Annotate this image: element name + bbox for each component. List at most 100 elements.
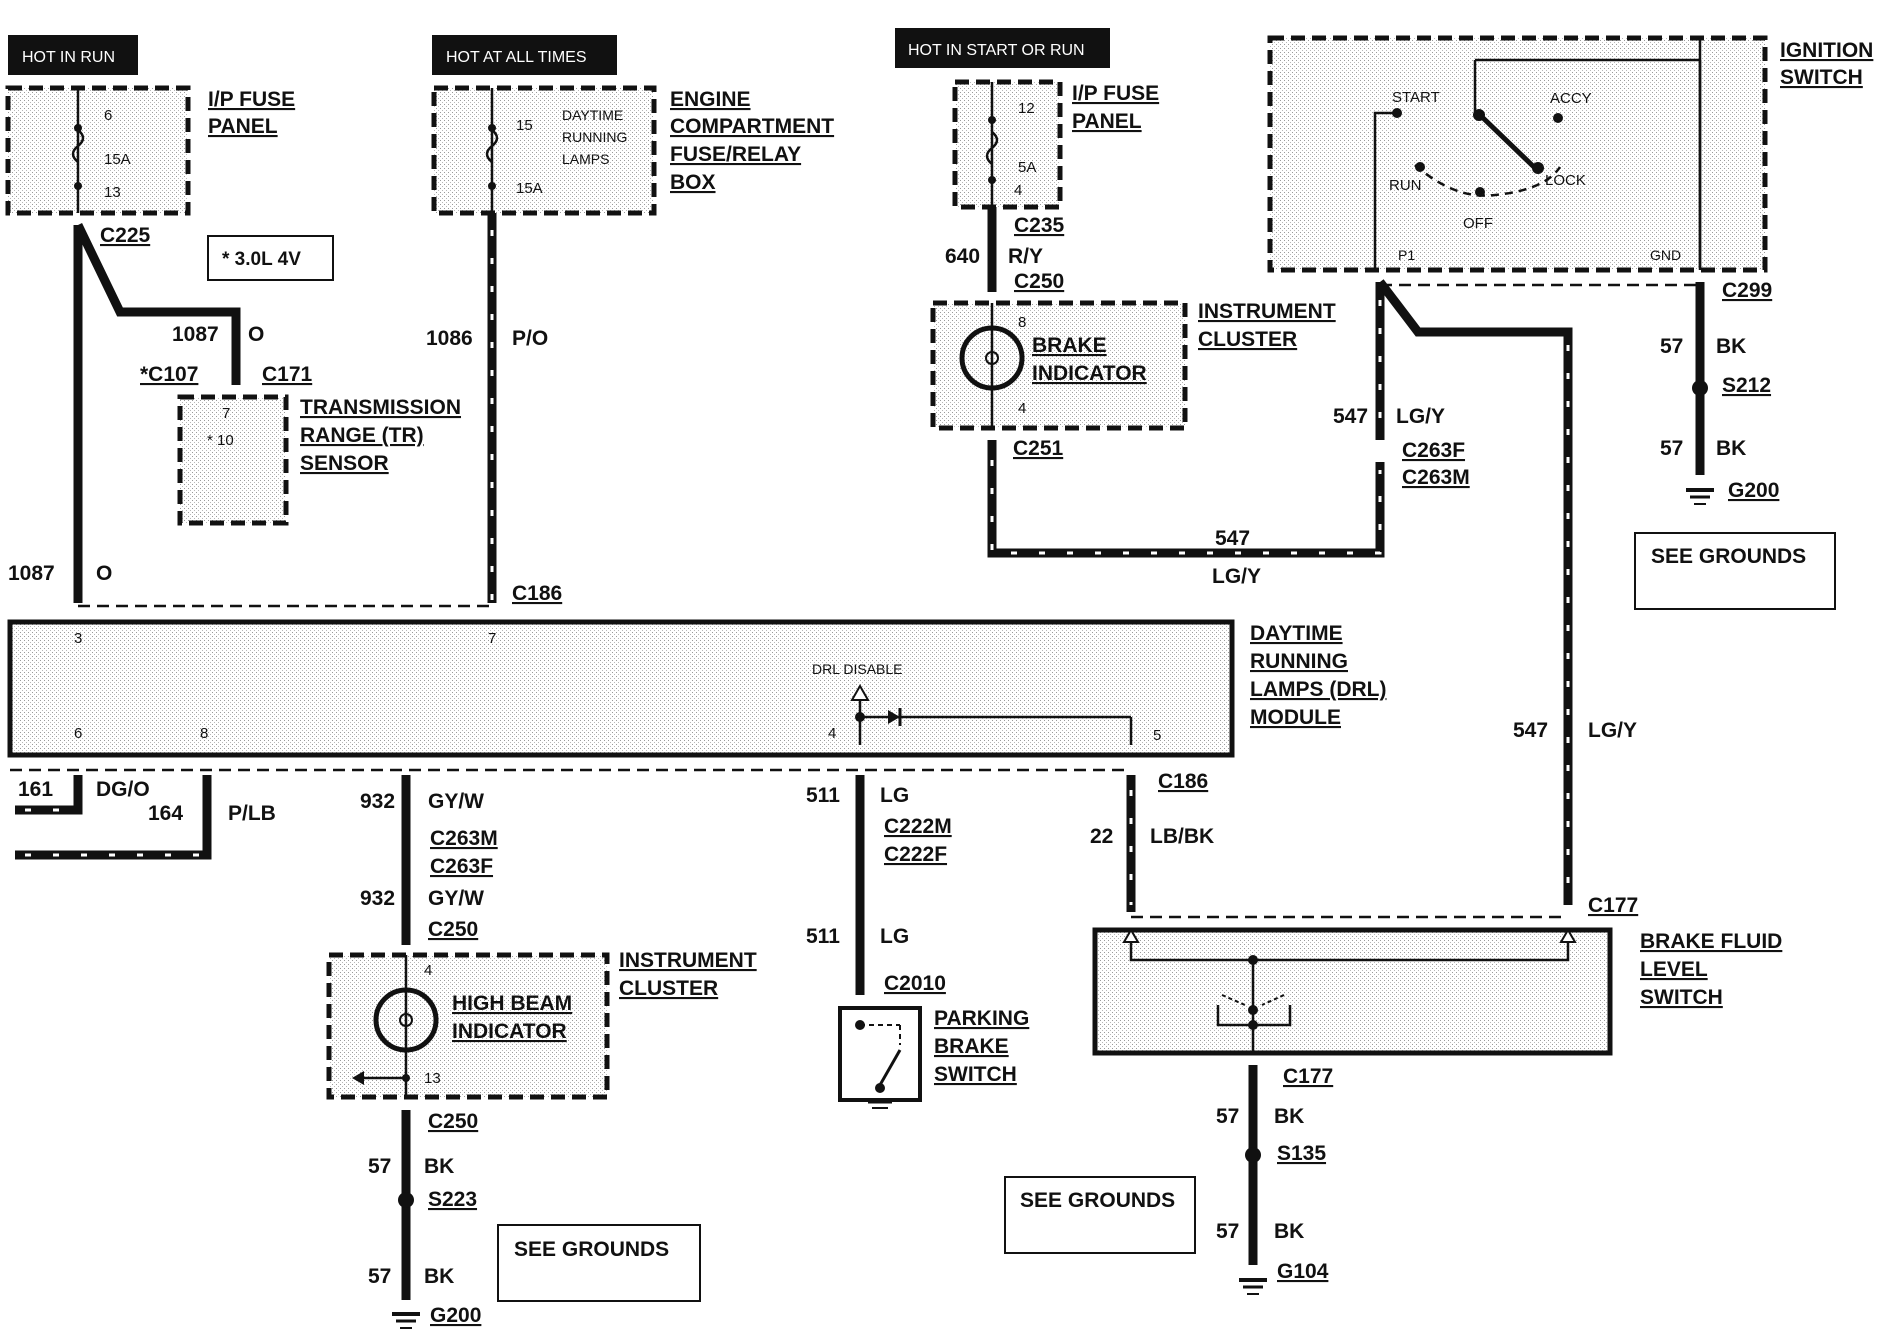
wire-640: 640 R/Y C235 C250 xyxy=(945,207,1065,293)
svg-text:8: 8 xyxy=(1018,314,1026,331)
svg-text:5A: 5A xyxy=(1018,159,1036,176)
svg-text:4: 4 xyxy=(424,962,432,979)
svg-text:511: 511 xyxy=(806,925,840,948)
svg-text:C186: C186 xyxy=(512,582,562,605)
svg-text:12: 12 xyxy=(1018,100,1035,117)
svg-text:LAMPS: LAMPS xyxy=(562,151,609,167)
engine-compartment-fuse-relay-box: 15 15A DAYTIME RUNNING LAMPS ENGINE COMP… xyxy=(431,85,834,216)
svg-text:INSTRUMENT: INSTRUMENT xyxy=(1198,300,1336,323)
svg-text:547: 547 xyxy=(1513,719,1548,742)
svg-text:7: 7 xyxy=(222,405,230,422)
svg-text:C250: C250 xyxy=(428,918,478,941)
wire-161-164: 161 DG/O 164 P/LB xyxy=(15,775,276,860)
svg-text:HIGH BEAM: HIGH BEAM xyxy=(452,992,572,1015)
svg-text:P1: P1 xyxy=(1398,247,1415,263)
svg-text:HOT IN RUN: HOT IN RUN xyxy=(22,49,115,66)
svg-text:ACCY: ACCY xyxy=(1550,90,1592,107)
svg-text:13: 13 xyxy=(104,184,121,201)
svg-text:PARKING: PARKING xyxy=(934,1007,1029,1030)
svg-text:1087: 1087 xyxy=(172,323,219,346)
svg-text:I/P FUSE: I/P FUSE xyxy=(208,88,295,111)
brake-fluid-level-switch: BRAKE FLUID LEVEL SWITCH xyxy=(1092,927,1782,1056)
see-grounds-box-left: SEE GROUNDS xyxy=(497,1224,701,1302)
parking-brake-switch: PARKING BRAKE SWITCH xyxy=(838,1006,1029,1109)
svg-text:RUN: RUN xyxy=(1389,177,1422,194)
wire-547-brake: C251 547 LG/Y xyxy=(987,437,1385,588)
ip-fuse-panel-right: 12 5A 4 I/P FUSE PANEL xyxy=(952,79,1159,210)
svg-text:FUSE/RELAY: FUSE/RELAY xyxy=(670,143,801,166)
svg-text:C2010: C2010 xyxy=(884,972,946,995)
svg-text:C222F: C222F xyxy=(884,843,947,866)
svg-text:S223: S223 xyxy=(428,1188,477,1211)
svg-text:C263F: C263F xyxy=(1402,439,1465,462)
wire-511: 511 LG C222M C222F 511 LG C2010 xyxy=(806,775,952,995)
svg-text:13: 13 xyxy=(424,1070,441,1087)
svg-text:LG/Y: LG/Y xyxy=(1212,565,1261,588)
header-hot-in-run: HOT IN RUN xyxy=(8,35,138,75)
svg-text:SWITCH: SWITCH xyxy=(1780,66,1863,89)
svg-text:57: 57 xyxy=(368,1265,391,1288)
svg-text:22: 22 xyxy=(1090,825,1113,848)
svg-text:SEE GROUNDS: SEE GROUNDS xyxy=(1651,545,1806,568)
svg-text:S212: S212 xyxy=(1722,374,1771,397)
see-grounds-box-right: SEE GROUNDS xyxy=(1634,532,1836,610)
svg-text:LOCK: LOCK xyxy=(1545,172,1586,189)
wire-57-high-beam-ground: C250 57 BK S223 57 BK G200 xyxy=(368,1110,481,1329)
svg-text:* 3.0L 4V: * 3.0L 4V xyxy=(222,249,301,270)
svg-text:P/LB: P/LB xyxy=(228,802,276,825)
svg-text:C251: C251 xyxy=(1013,437,1064,460)
svg-text:547: 547 xyxy=(1333,405,1368,428)
svg-text:7: 7 xyxy=(488,630,496,647)
svg-text:BK: BK xyxy=(1716,335,1746,358)
svg-text:4: 4 xyxy=(1014,182,1022,199)
svg-text:HOT IN START OR RUN: HOT IN START OR RUN xyxy=(908,42,1085,59)
wire-932: 932 GY/W C263M C263F 932 GY/W C250 xyxy=(360,775,498,945)
svg-text:IGNITION: IGNITION xyxy=(1780,39,1873,62)
header-hot-in-start-or-run: HOT IN START OR RUN xyxy=(895,28,1110,68)
svg-text:DRL DISABLE: DRL DISABLE xyxy=(812,661,903,677)
svg-text:SWITCH: SWITCH xyxy=(934,1063,1017,1086)
see-grounds-box-middle: SEE GROUNDS xyxy=(1004,1176,1196,1254)
svg-text:DAYTIME: DAYTIME xyxy=(1250,622,1343,645)
svg-text:932: 932 xyxy=(360,887,395,910)
svg-text:57: 57 xyxy=(1216,1105,1239,1128)
svg-text:GY/W: GY/W xyxy=(428,887,484,910)
svg-text:G200: G200 xyxy=(1728,479,1779,502)
wire-57-ignition-ground: C299 57 BK S212 57 BK G200 xyxy=(1660,279,1779,505)
svg-text:DAYTIME: DAYTIME xyxy=(562,107,623,123)
svg-text:57: 57 xyxy=(1216,1220,1239,1243)
svg-text:15: 15 xyxy=(516,117,533,134)
svg-text:START: START xyxy=(1392,89,1440,106)
svg-text:BOX: BOX xyxy=(670,171,716,194)
instrument-cluster-high-beam: 4 13 HIGH BEAM INDICATOR INSTRUMENT CLUS… xyxy=(326,949,757,1100)
ignition-switch: START ACCY RUN LOCK OFF P1 GND IGNITION … xyxy=(1267,35,1873,273)
svg-text:BRAKE: BRAKE xyxy=(934,1035,1009,1058)
svg-text:BK: BK xyxy=(1274,1220,1304,1243)
header-hot-at-all-times: HOT AT ALL TIMES xyxy=(432,35,617,75)
svg-text:6: 6 xyxy=(104,107,112,124)
svg-text:I/P FUSE: I/P FUSE xyxy=(1072,82,1159,105)
svg-text:LG: LG xyxy=(880,925,909,948)
svg-text:CLUSTER: CLUSTER xyxy=(619,977,718,1000)
svg-text:C235: C235 xyxy=(1014,214,1065,237)
svg-text:BRAKE FLUID: BRAKE FLUID xyxy=(1640,930,1782,953)
ip-fuse-panel-left: 6 15A 13 I/P FUSE PANEL xyxy=(5,85,295,216)
transmission-range-sensor: 7 * 10 TRANSMISSION RANGE (TR) SENSOR xyxy=(177,394,461,526)
svg-text:8: 8 xyxy=(200,725,208,742)
svg-text:O: O xyxy=(248,323,264,346)
svg-text:C263M: C263M xyxy=(430,827,498,850)
svg-text:LG/Y: LG/Y xyxy=(1396,405,1445,428)
svg-text:640: 640 xyxy=(945,245,980,268)
svg-text:G104: G104 xyxy=(1277,1260,1329,1283)
wire-547-ignition: 547 LG/Y C263F C263M 547 LG/Y C177 xyxy=(1333,279,1638,917)
svg-text:TRANSMISSION: TRANSMISSION xyxy=(300,396,461,419)
svg-text:LG: LG xyxy=(880,784,909,807)
svg-text:C250: C250 xyxy=(1014,270,1064,293)
svg-text:57: 57 xyxy=(368,1155,391,1178)
svg-text:BK: BK xyxy=(1716,437,1746,460)
svg-text:4: 4 xyxy=(1018,400,1026,417)
svg-text:SENSOR: SENSOR xyxy=(300,452,389,475)
svg-text:PANEL: PANEL xyxy=(1072,110,1142,133)
svg-text:*C107: *C107 xyxy=(140,363,198,386)
svg-text:1087: 1087 xyxy=(8,562,55,585)
